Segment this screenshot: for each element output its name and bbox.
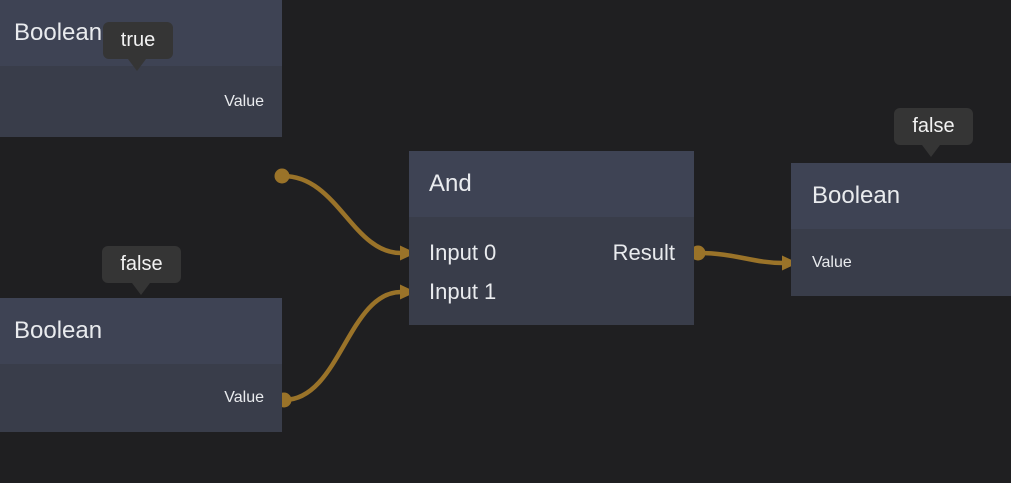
value-tooltip-true: true [103,22,173,71]
node-title: Boolean [812,182,901,209]
wire-and-result-to-boolresult-value[interactable] [690,245,799,271]
node-boolean-result[interactable]: Boolean Value [791,163,1011,296]
output-port-dot-booltrue-value[interactable] [274,168,290,184]
node-title-bar[interactable]: Boolean [0,298,282,364]
node-title: Boolean [14,317,103,344]
input-port-input0[interactable]: Input 0 [429,239,497,265]
node-title: Boolean [14,19,103,46]
value-tooltip-false-result: false [894,108,973,157]
output-port-value[interactable]: Value [224,92,264,110]
output-port-value[interactable]: Value [224,389,264,406]
wire-booltrue-to-and-input0[interactable] [274,168,417,261]
node-body: Input 0 Result Input 1 [409,217,694,325]
node-boolean-false[interactable]: Boolean Value [0,298,282,432]
node-title: And [429,170,472,197]
input-port-value[interactable]: Value [812,253,852,271]
node-body: Value [791,229,1011,296]
node-title-bar[interactable]: And [409,151,694,217]
input-port-input1[interactable]: Input 1 [429,278,497,304]
node-title-bar[interactable]: Boolean [791,163,1011,229]
value-tooltip-false: false [102,246,181,295]
output-port-result[interactable]: Result [612,239,675,265]
node-body: Value [0,364,282,432]
wire-boolfalse-to-and-input1[interactable] [276,284,417,408]
node-and[interactable]: And Input 0 Result Input 1 [409,151,694,325]
node-body: Value [0,66,282,137]
